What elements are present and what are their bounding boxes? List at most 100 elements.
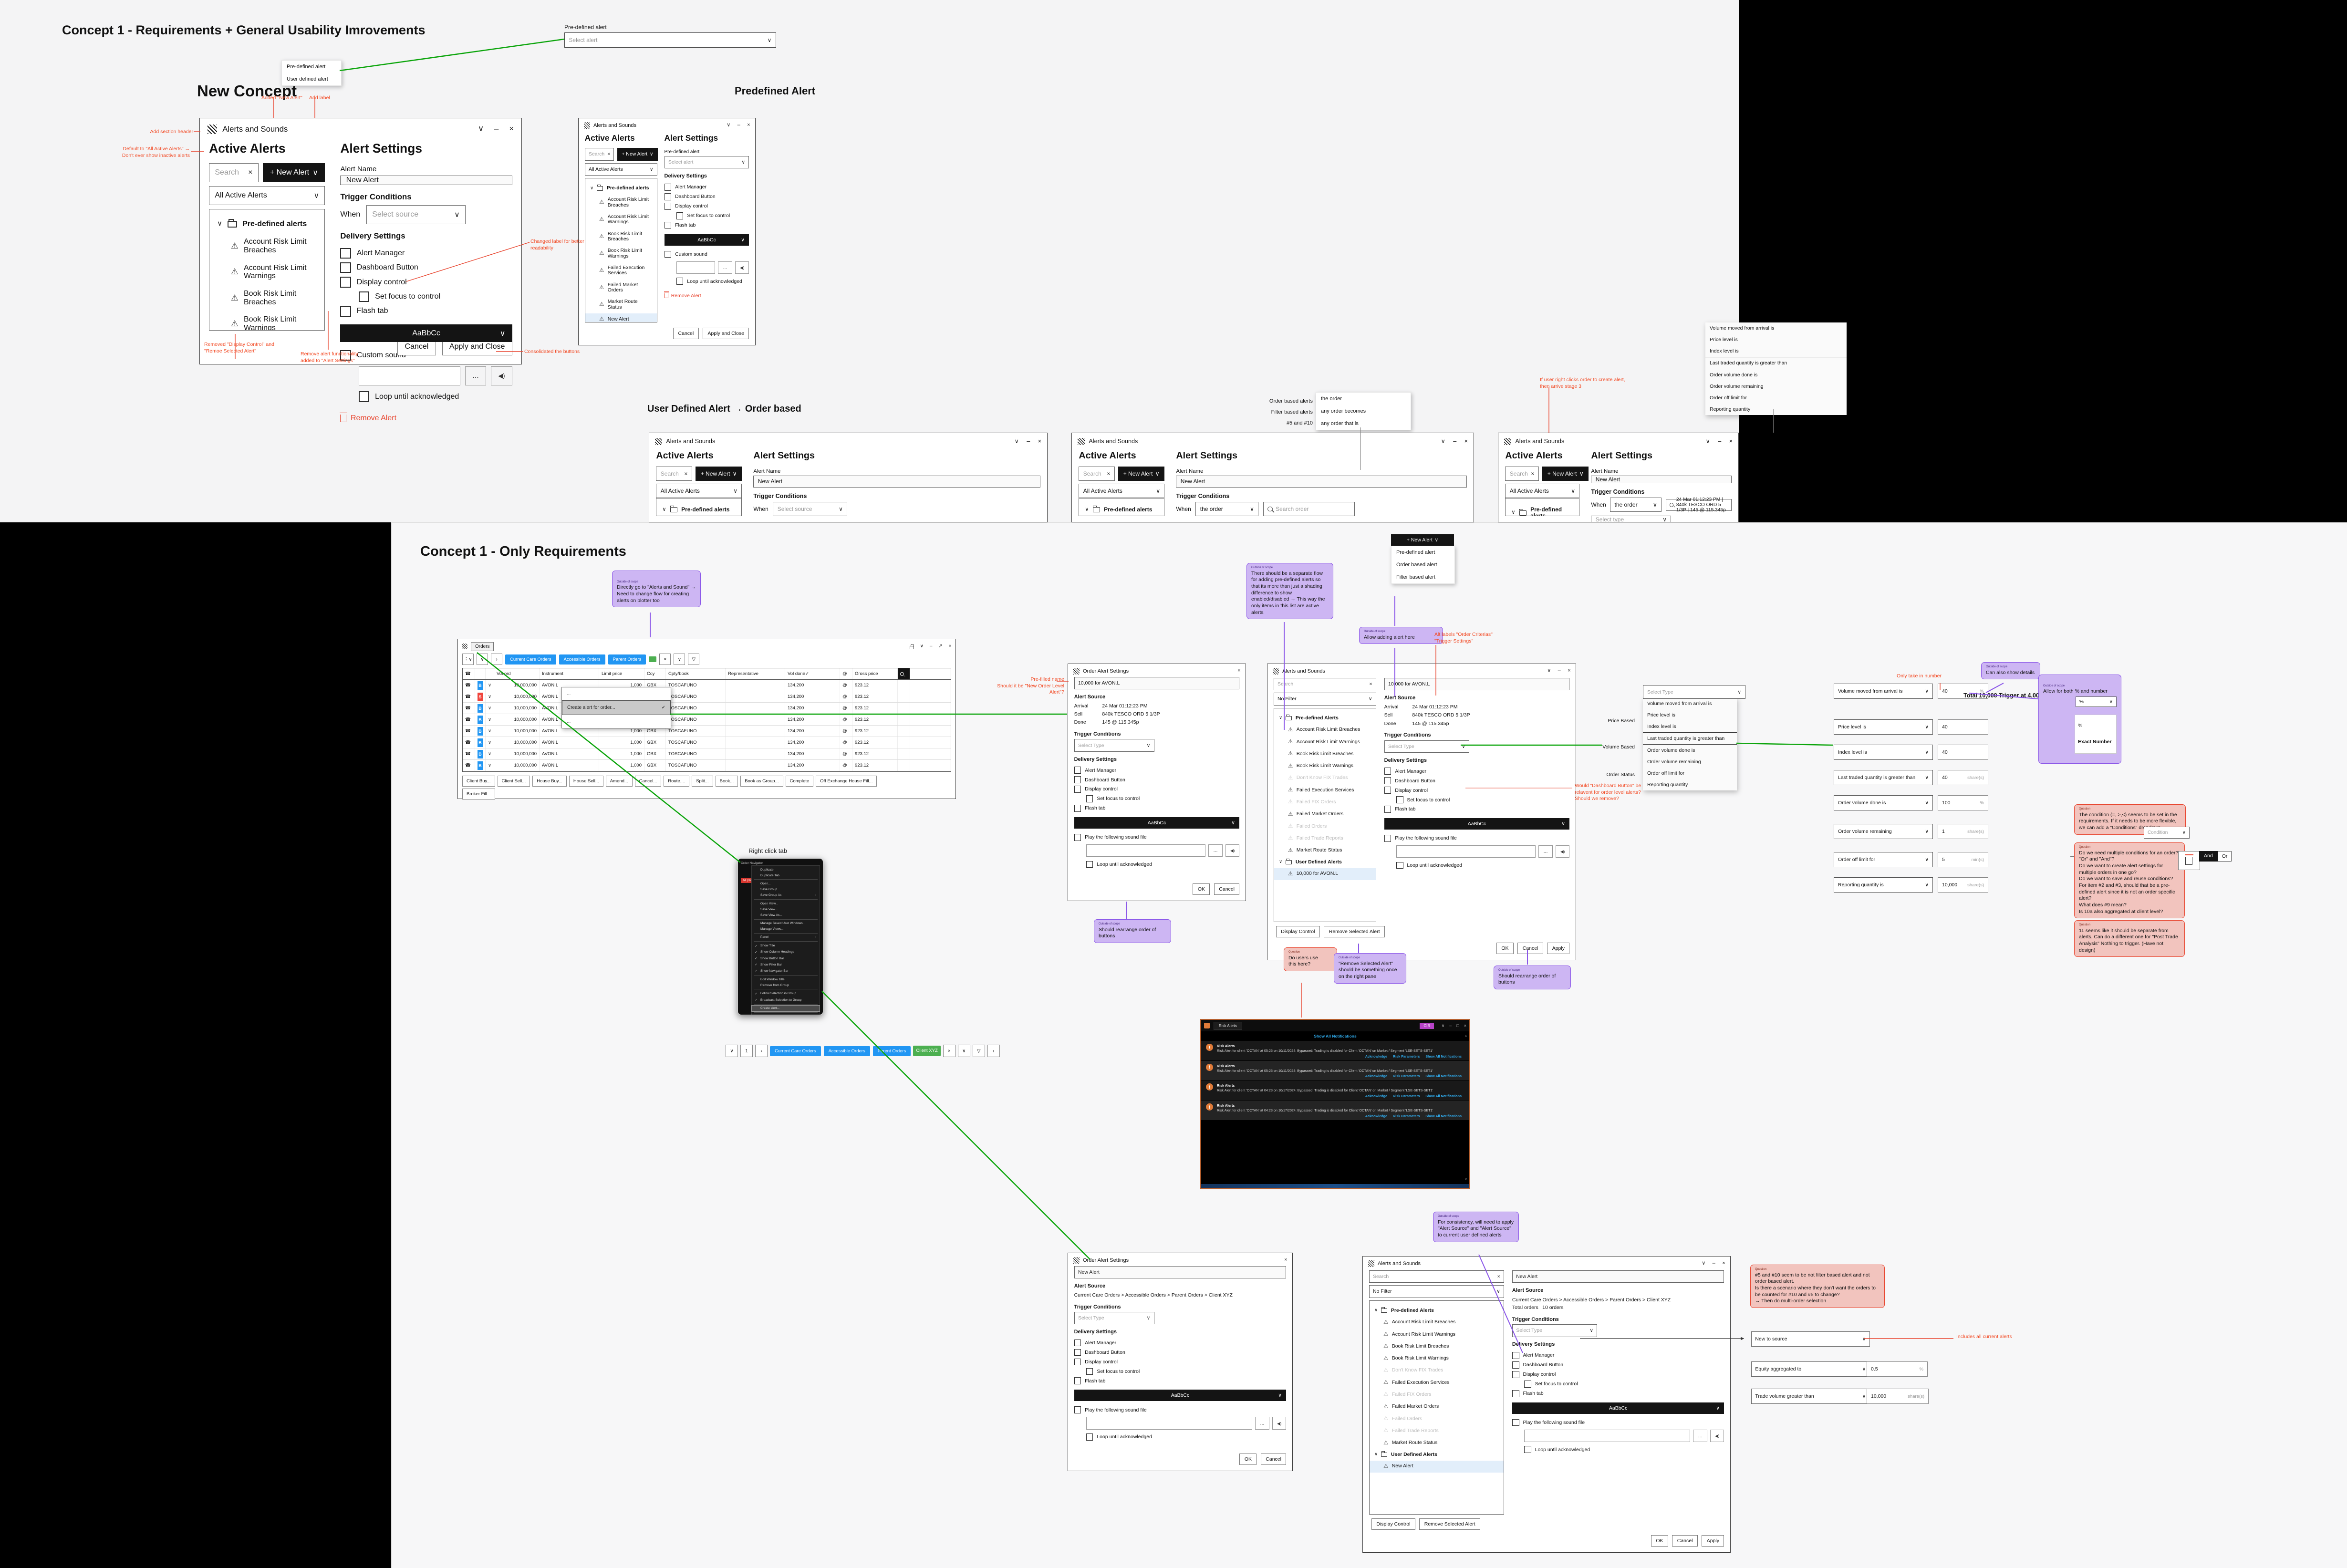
- new-alert-button[interactable]: + New Alert∨: [263, 163, 325, 182]
- checkbox-row[interactable]: Dashboard Button: [1384, 777, 1570, 784]
- checkbox-row[interactable]: Dashboard Button: [340, 262, 512, 273]
- trigger-source-dropdown[interactable]: Select source∨: [366, 205, 466, 224]
- alert-filter-dropdown[interactable]: All Active Alerts∨: [584, 163, 657, 176]
- alert-name-input[interactable]: New Alert: [340, 175, 512, 185]
- scrollbar[interactable]: ∧∨: [1464, 1035, 1467, 1181]
- context-menu-item[interactable]: Edit Window Title: [760, 977, 785, 981]
- context-menu-item[interactable]: Duplicate: [760, 868, 774, 872]
- action-button[interactable]: House Buy...: [532, 776, 567, 787]
- style-preview-bar[interactable]: AaBbCc∨: [1384, 818, 1570, 830]
- tree-item[interactable]: ⚠Account Risk Limit Warnings: [1383, 1331, 1455, 1337]
- context-menu-item[interactable]: Save Group: [760, 888, 778, 892]
- ok-button[interactable]: OK: [1651, 1535, 1668, 1547]
- tree-item[interactable]: ⚠New Alert: [1369, 1460, 1504, 1473]
- type-menu-item[interactable]: Last traded quantity is greater than: [1705, 357, 1847, 369]
- expand-button[interactable]: ›: [491, 654, 502, 665]
- action-button[interactable]: Complete: [785, 776, 814, 787]
- risk-link[interactable]: Risk Parameters: [1393, 1094, 1420, 1099]
- column-header[interactable]: Vol done ✓: [785, 668, 840, 680]
- risk-link[interactable]: Acknowledge: [1365, 1113, 1388, 1118]
- tree-item[interactable]: ⚠Failed FIX Orders: [1288, 799, 1336, 805]
- window-expand-icon[interactable]: ↗: [938, 643, 943, 649]
- column-header[interactable]: Vol ord: [494, 668, 540, 680]
- checkbox[interactable]: [1086, 1368, 1093, 1375]
- tree-item[interactable]: ⚠Book Risk Limit Warnings: [1288, 763, 1353, 769]
- remove-alert-link[interactable]: Remove Alert: [339, 412, 512, 423]
- context-menu-item[interactable]: Manage Views...: [760, 927, 784, 931]
- clear-icon[interactable]: ×: [248, 168, 253, 177]
- alert-name-input[interactable]: New Alert: [1074, 1266, 1287, 1279]
- tree-item[interactable]: ⚠Failed Market Orders: [599, 281, 638, 293]
- sound-file-input[interactable]: [1086, 1417, 1253, 1430]
- checkbox[interactable]: [1384, 777, 1392, 784]
- checkbox[interactable]: [1512, 1361, 1519, 1369]
- action-button[interactable]: Broker Fill...: [462, 789, 495, 800]
- tree-folder[interactable]: ∨User Defined Alerts: [1374, 1451, 1437, 1457]
- apply-button[interactable]: Apply: [1547, 942, 1570, 955]
- checkbox[interactable]: [1384, 787, 1392, 794]
- view-menu-button[interactable]: ⋮∨: [462, 654, 474, 665]
- new-alert-button[interactable]: + New Alert∨: [695, 467, 742, 481]
- menu-item[interactable]: Pre-defined alert: [1396, 550, 1435, 555]
- checkbox[interactable]: [1524, 1380, 1531, 1388]
- column-header[interactable]: Cpty/book: [666, 668, 726, 680]
- type-menu-item[interactable]: Volume moved from arrival is: [1647, 701, 1712, 706]
- play-sound-button[interactable]: ◀): [1272, 1417, 1287, 1430]
- cancel-button[interactable]: Cancel: [1214, 883, 1240, 895]
- checkbox[interactable]: [664, 184, 672, 191]
- action-button[interactable]: Split...: [692, 776, 713, 787]
- checkbox[interactable]: [340, 277, 351, 288]
- window-minimize-icon[interactable]: –: [737, 122, 740, 128]
- tree-item[interactable]: ⚠Book Risk Limit Breaches: [230, 289, 297, 306]
- checkbox[interactable]: [1384, 806, 1392, 813]
- play-sound-button[interactable]: ◀): [735, 261, 749, 274]
- funnel-icon[interactable]: ▽: [972, 1045, 985, 1057]
- context-menu-item[interactable]: ✓Show Title: [755, 944, 775, 948]
- cancel-button[interactable]: Cancel: [1517, 942, 1543, 955]
- menu-item[interactable]: Pre-defined alert: [287, 64, 326, 70]
- context-menu-item[interactable]: ✓Show Navigator Bar: [755, 969, 789, 973]
- action-button[interactable]: Client Buy...: [462, 776, 495, 787]
- remove-selected-button[interactable]: Remove Selected Alert: [1324, 925, 1385, 938]
- orders-tab[interactable]: Orders: [471, 642, 494, 651]
- risk-link[interactable]: Risk Parameters: [1393, 1054, 1420, 1059]
- loop-checkbox[interactable]: Loop until acknowledged: [676, 278, 749, 285]
- loop-checkbox[interactable]: Loop until acknowledged: [1086, 1433, 1287, 1441]
- column-header[interactable]: @: [840, 668, 852, 680]
- checkbox[interactable]: [664, 221, 672, 229]
- tree-item[interactable]: ⚠Account Risk Limit Breaches: [599, 197, 649, 208]
- menu-item[interactable]: any order that is: [1321, 421, 1359, 426]
- tree-item[interactable]: ⚠Account Risk Limit Warnings: [230, 263, 307, 280]
- checkbox-row[interactable]: Display control: [664, 202, 749, 210]
- column-header[interactable]: Ccy: [644, 668, 666, 680]
- type-menu-item[interactable]: Index level is: [1647, 724, 1676, 729]
- search-input[interactable]: Search×: [1505, 467, 1539, 481]
- collapse-button[interactable]: ∨: [477, 654, 488, 665]
- tree-folder[interactable]: ∨Pre-defined alerts: [217, 219, 307, 228]
- checkbox[interactable]: [1086, 795, 1093, 802]
- type-menu-item[interactable]: Reporting quantity: [1647, 782, 1688, 788]
- type-menu-item[interactable]: Order volume done is: [1647, 748, 1695, 753]
- checkbox[interactable]: [1512, 1390, 1519, 1397]
- select-alert-dropdown[interactable]: Select alert∨: [664, 156, 749, 169]
- trigger-type-dropdown[interactable]: Select Type∨: [1512, 1324, 1598, 1337]
- checkbox-row[interactable]: Alert Manager: [1384, 768, 1570, 775]
- alert-name-input[interactable]: New Alert: [753, 475, 1040, 488]
- context-menu-item[interactable]: ✓Broadcast Selection to Group: [755, 998, 802, 1002]
- checkbox[interactable]: [1074, 1349, 1081, 1356]
- tree-item[interactable]: ⚠Failed Execution Services: [1288, 787, 1354, 793]
- action-button[interactable]: Cancel...: [634, 776, 662, 787]
- context-menu-item[interactable]: Remove from Group: [760, 983, 789, 987]
- window-close-icon[interactable]: ×: [1284, 1257, 1288, 1263]
- delete-condition-button[interactable]: [2178, 851, 2200, 870]
- funnel-icon[interactable]: ▽: [688, 654, 700, 665]
- tree-item[interactable]: ⚠Book Risk Limit Warnings: [1383, 1355, 1449, 1361]
- expand-button[interactable]: ›: [755, 1045, 768, 1057]
- tree-item[interactable]: ⚠Account Risk Limit Warnings: [1288, 738, 1360, 745]
- filter-chip[interactable]: Parent Orders: [608, 654, 646, 665]
- trigger-source-dropdown[interactable]: the order∨: [1610, 498, 1662, 512]
